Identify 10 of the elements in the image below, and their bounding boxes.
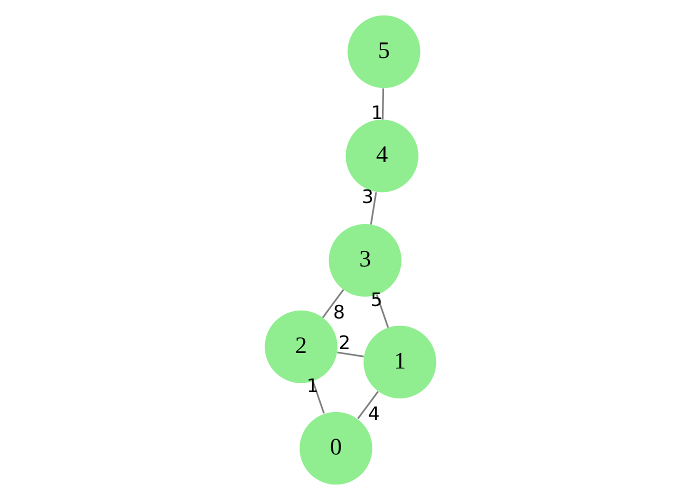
- edge-label: 2: [338, 333, 350, 354]
- connector: [381, 88, 384, 120]
- connector: [376, 294, 388, 328]
- connector: [336, 352, 364, 358]
- connector: [322, 289, 344, 318]
- connector: [312, 381, 324, 414]
- node-circle: 5: [347, 15, 420, 88]
- node-circle: 1: [363, 326, 436, 398]
- connector: [370, 192, 376, 225]
- connector: [356, 391, 378, 420]
